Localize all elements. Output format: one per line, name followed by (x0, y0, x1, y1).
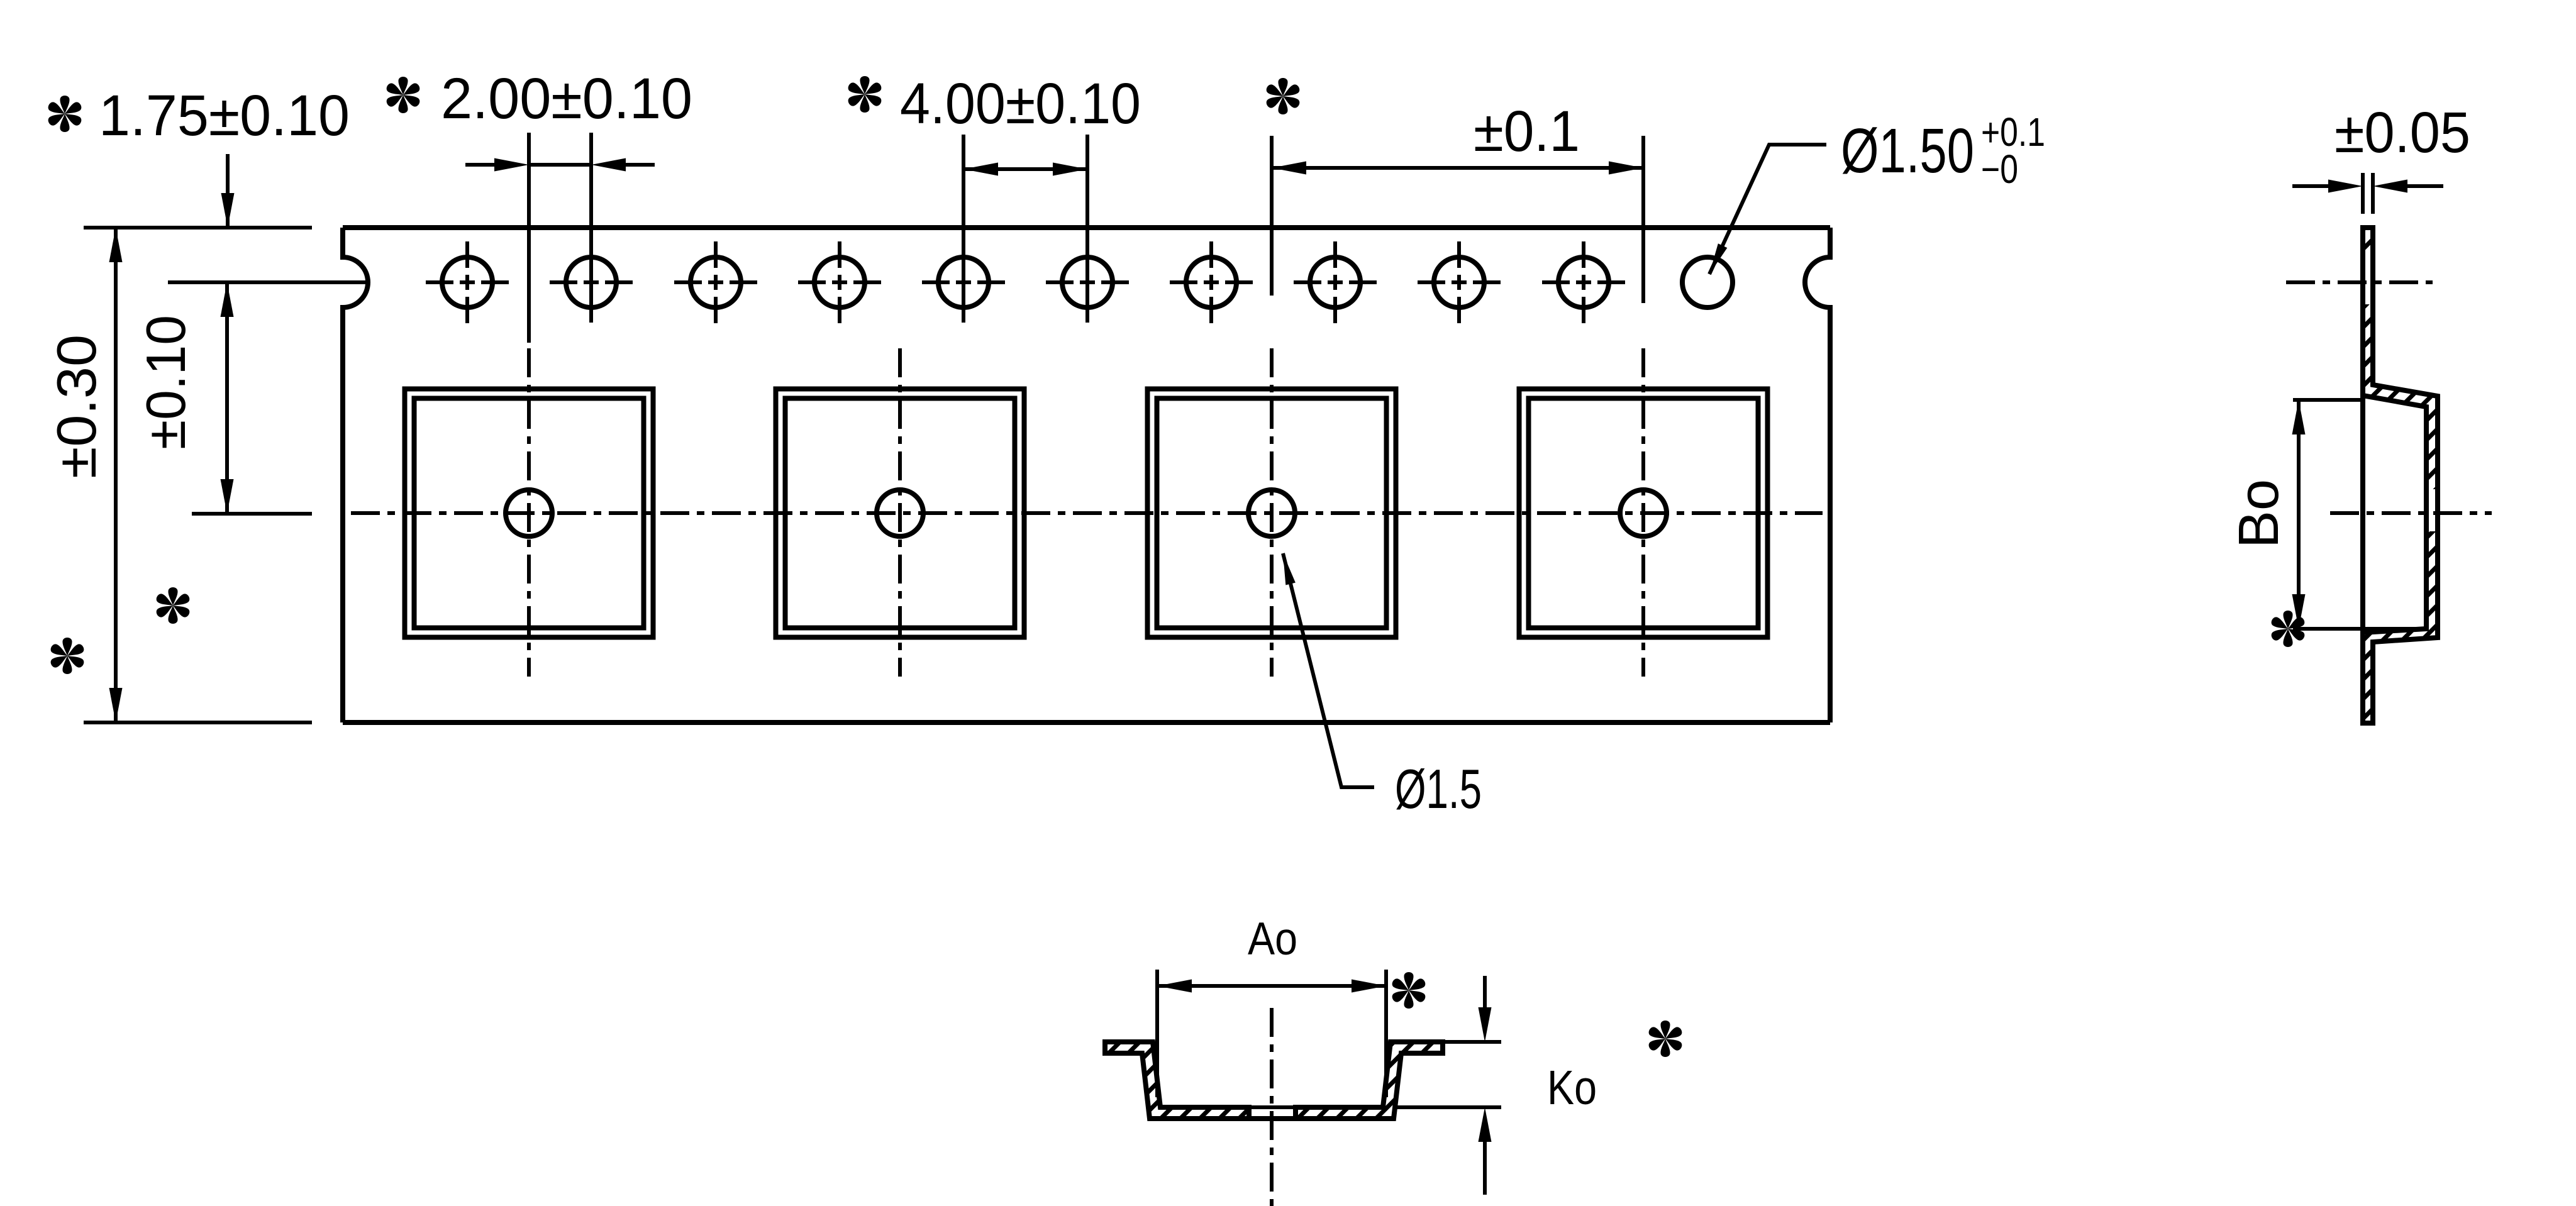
svg-text:±0.05: ±0.05 (2334, 101, 2470, 165)
svg-text:−0: −0 (1981, 147, 2018, 192)
svg-text:±0.10: ±0.10 (135, 315, 197, 450)
svg-text:±0.1: ±0.1 (1474, 99, 1580, 163)
svg-text:Ko: Ko (1547, 1061, 1597, 1115)
svg-text:+0.1: +0.1 (1981, 109, 2045, 155)
svg-text:Ao: Ao (1248, 914, 1297, 965)
svg-text:Bo: Bo (2228, 479, 2290, 548)
svg-text:2.00±0.10: 2.00±0.10 (441, 67, 692, 131)
svg-text:Ø1.5: Ø1.5 (1395, 758, 1482, 820)
svg-text:Ø1.50: Ø1.50 (1841, 116, 1974, 186)
svg-text:1.75±0.10: 1.75±0.10 (99, 84, 350, 148)
svg-text:4.00±0.10: 4.00±0.10 (900, 72, 1141, 136)
svg-text:±0.30: ±0.30 (45, 335, 108, 479)
